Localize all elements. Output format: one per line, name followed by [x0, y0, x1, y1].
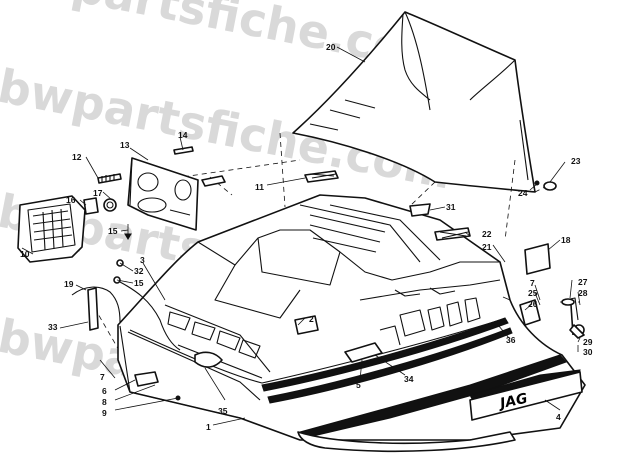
callout-34: 34: [404, 374, 414, 384]
callout-17: 17: [93, 188, 103, 198]
callout-30: 30: [583, 347, 593, 357]
callout-27: 27: [578, 277, 588, 287]
headlight-hardware: [83, 146, 226, 240]
hood-clip: [409, 203, 431, 217]
callout-15a: 15: [108, 226, 118, 236]
plate-bracket: [524, 243, 551, 275]
latch-hardware: [519, 180, 585, 339]
callout-19: 19: [64, 279, 74, 289]
callout-7b: 7: [100, 372, 105, 382]
callout-29: 29: [583, 337, 593, 347]
callout-12: 12: [72, 152, 82, 162]
callout-28: 28: [578, 288, 588, 298]
windshield: [292, 11, 536, 193]
callout-23: 23: [571, 156, 581, 166]
callout-35: 35: [218, 406, 228, 416]
callout-7a: 7: [530, 278, 535, 288]
callout-26: 26: [528, 299, 538, 309]
callout-22: 22: [482, 229, 492, 239]
callout-3: 3: [140, 255, 145, 265]
callout-6: 6: [102, 386, 107, 396]
headlight: [17, 195, 86, 263]
callout-25: 25: [528, 288, 538, 298]
callout-33: 33: [48, 322, 58, 332]
callout-8: 8: [102, 397, 107, 407]
callout-5: 5: [356, 380, 361, 390]
callout-18: 18: [561, 235, 571, 245]
side-decal: JAG: [297, 371, 583, 453]
callout-16: 16: [66, 195, 76, 205]
callout-21: 21: [482, 242, 492, 252]
callout-20: 20: [326, 42, 336, 52]
callout-32: 32: [134, 266, 144, 276]
jag-logo: JAG: [496, 391, 529, 413]
callout-14: 14: [178, 130, 188, 140]
callouts: 20 14 13 12 17 16 15 10 11 23 24 31 22 2…: [20, 42, 593, 432]
callout-2: 2: [309, 314, 314, 324]
lower-hardware: [134, 315, 383, 401]
headlight-bracket: [127, 157, 199, 231]
callout-10: 10: [20, 249, 30, 259]
callout-9: 9: [102, 408, 107, 418]
callout-13: 13: [120, 140, 130, 150]
callout-4: 4: [556, 412, 561, 422]
callout-24: 24: [518, 188, 528, 198]
callout-31: 31: [446, 202, 456, 212]
callout-15b: 15: [134, 278, 144, 288]
callout-1: 1: [206, 422, 211, 432]
callout-36: 36: [506, 335, 516, 345]
leader-lines: [21, 46, 581, 426]
hood: [117, 194, 586, 441]
callout-11: 11: [255, 182, 264, 192]
